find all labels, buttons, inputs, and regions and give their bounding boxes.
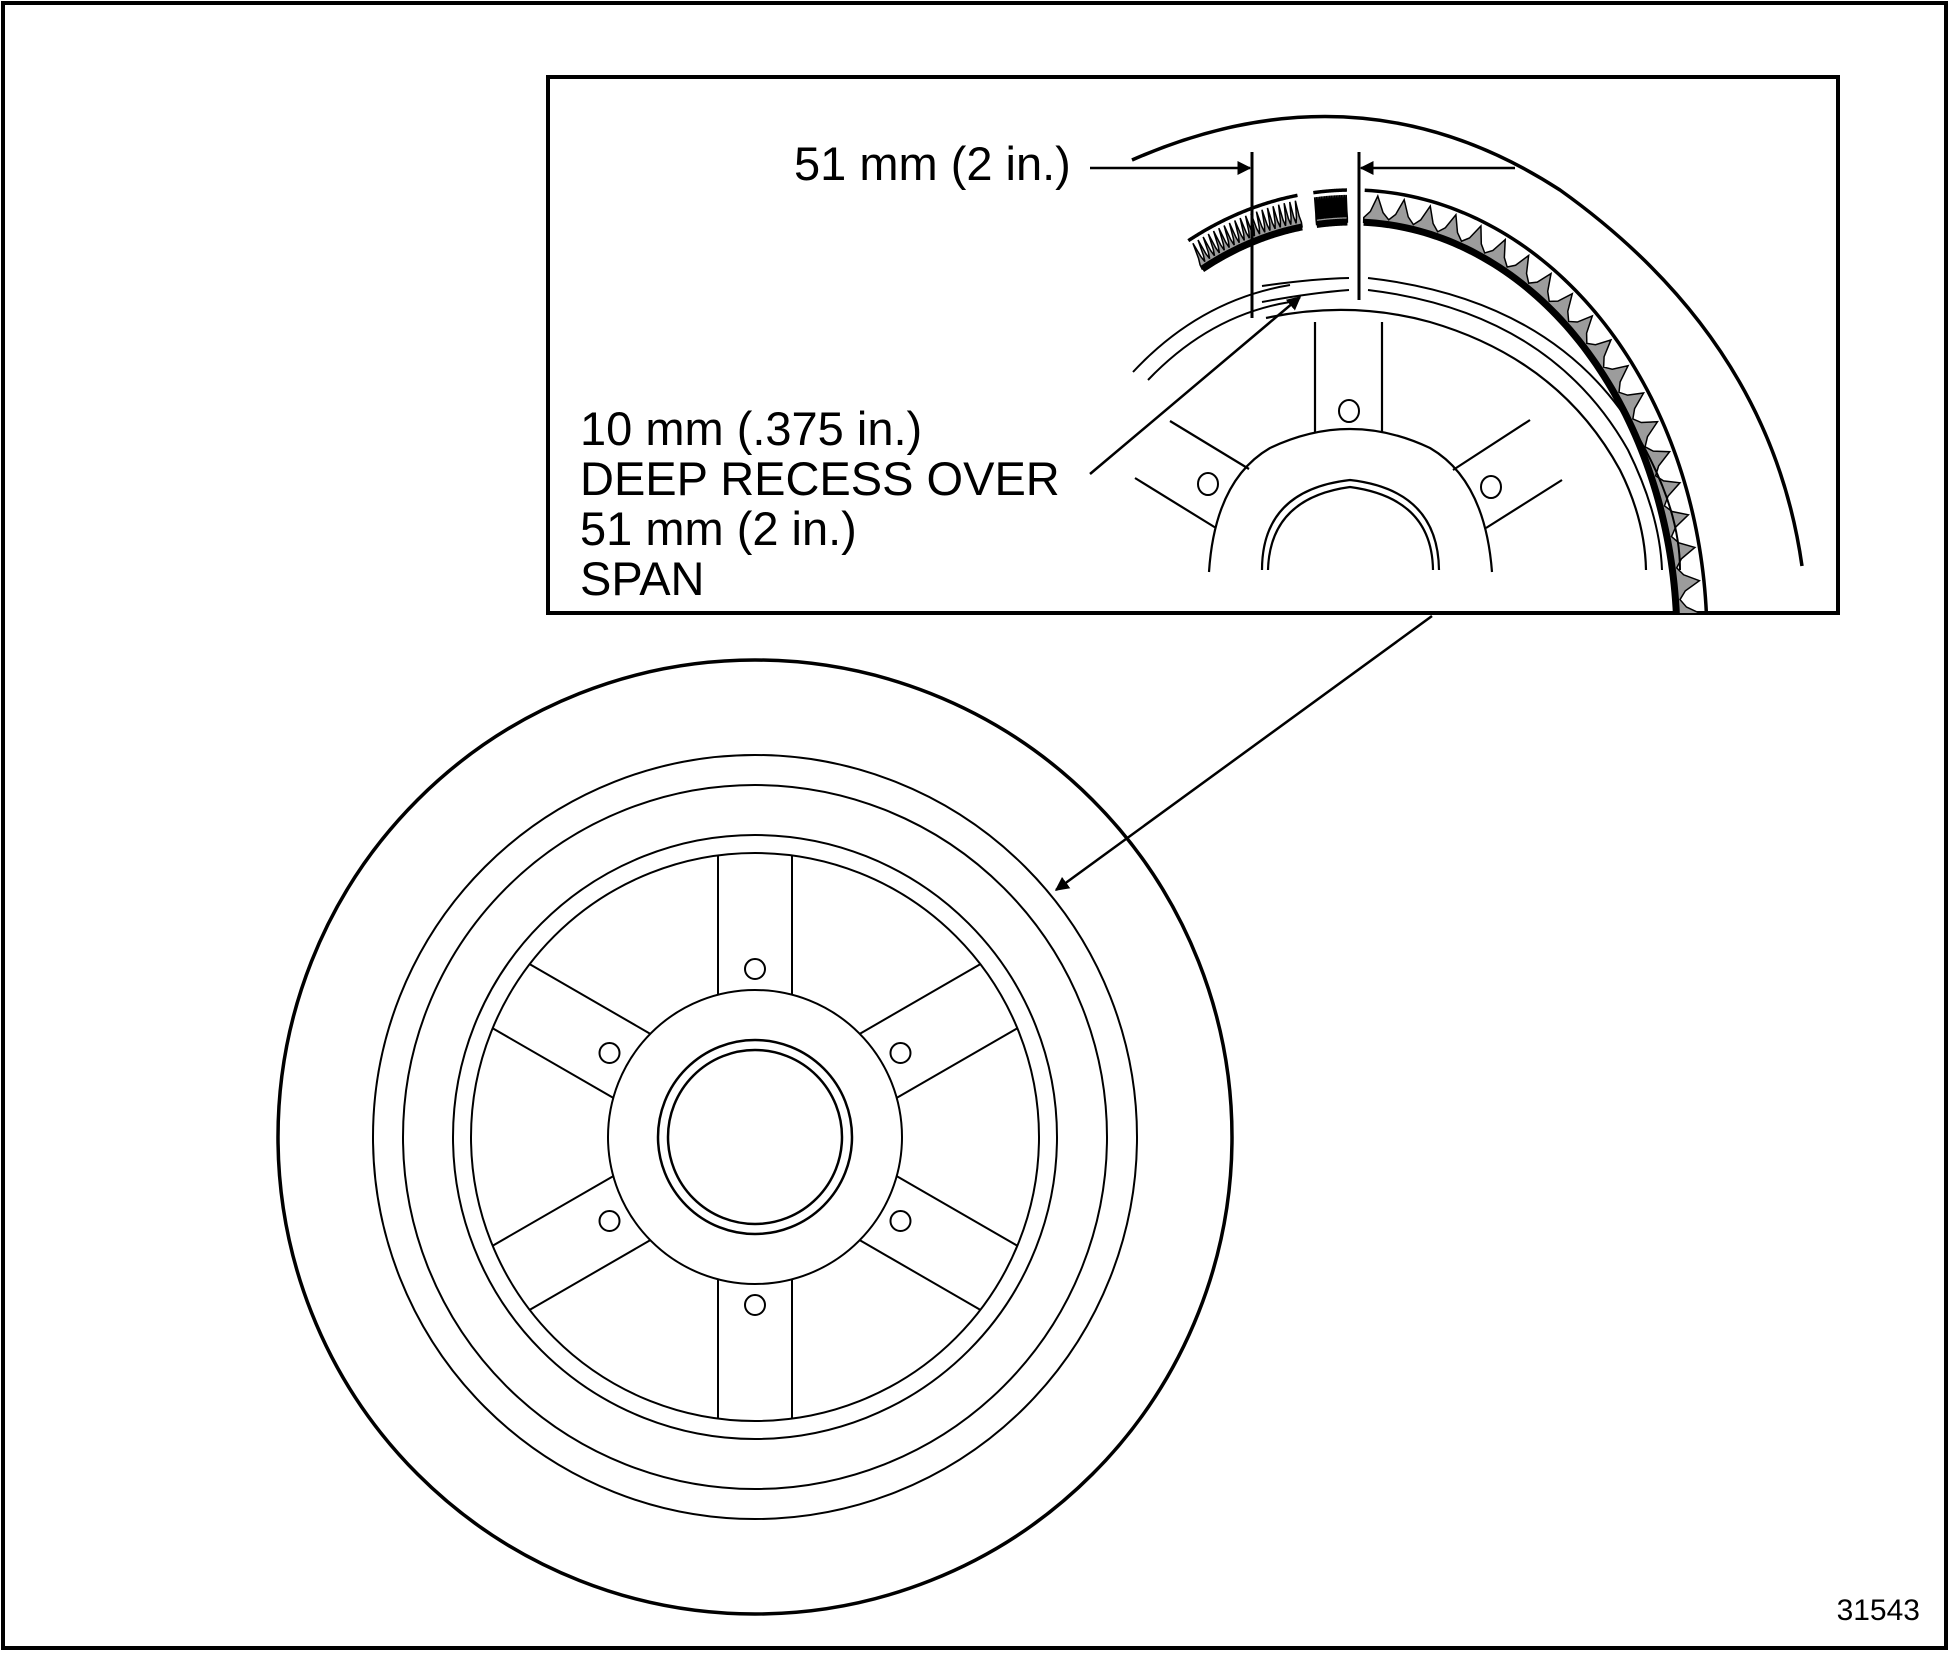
bolt-hole-1 <box>744 958 766 980</box>
inset-hub-outer <box>1207 427 1494 573</box>
inset-bolt-hole-top <box>1338 399 1360 423</box>
figure-number: 31543 <box>1837 1594 1920 1627</box>
inset-wheel-detail <box>1131 114 1804 613</box>
spoke-3-edge-2 <box>859 1239 981 1311</box>
spokes <box>492 855 1018 1419</box>
tire-outer-edge <box>276 658 1234 1616</box>
spoke-6-edge-1 <box>492 1027 614 1099</box>
depth-callout: 10 mm (.375 in.) DEEP RECESS OVER 51 mm … <box>580 402 1060 605</box>
spoke-5-edge-1 <box>529 1239 651 1311</box>
hub-bore-outer <box>656 1038 854 1236</box>
inset-spoke-left-edge-2 <box>1134 477 1217 529</box>
rim-flange <box>452 834 1058 1440</box>
inset-hub-bore-inner <box>1266 485 1435 571</box>
inset-bead-arc-right-2 <box>1367 289 1663 571</box>
bolt-hole-6 <box>598 1042 621 1064</box>
tread-surface-middle <box>1313 188 1347 195</box>
inset-bead-arc-right-1 <box>1367 277 1681 571</box>
depth-callout-line-3: 51 mm (2 in.) <box>580 502 857 555</box>
tire-bead-inner <box>402 784 1108 1490</box>
inset-bead-arc-left-2 <box>1147 301 1291 381</box>
inset-frame <box>546 75 1840 615</box>
spoke-5-edge-2 <box>492 1175 614 1247</box>
width-callout-label: 51 mm (2 in.) <box>794 137 1071 190</box>
inset-hub-bore-outer <box>1260 478 1441 571</box>
recess-base-middle <box>1316 218 1348 228</box>
hub-outer <box>607 989 903 1285</box>
inset-spoke-right-edge-1 <box>1452 419 1531 471</box>
detail-leader-arrow <box>1054 614 1433 892</box>
inset-bead-arc-left-1 <box>1132 284 1291 373</box>
bolt-hole-5 <box>598 1210 621 1232</box>
inset-bead-arc-mid-1 <box>1261 277 1350 287</box>
bolt-hole-3 <box>889 1210 912 1232</box>
spoke-6-edge-2 <box>529 963 651 1035</box>
inset-tire-outer <box>1131 114 1804 567</box>
hub-bore-inner <box>666 1048 844 1226</box>
bolt-hole-4 <box>744 1294 766 1316</box>
depth-callout-line-4: SPAN <box>580 552 705 605</box>
tread-surface-left <box>1187 193 1298 243</box>
inset-rim-arc <box>1265 308 1648 571</box>
depth-callout-line-1: 10 mm (.375 in.) <box>580 402 922 455</box>
spoke-2-edge-1 <box>859 963 981 1035</box>
inset-bead-arc-mid-2 <box>1261 289 1350 303</box>
full-wheel <box>276 658 1234 1616</box>
spoke-2-edge-2 <box>896 1027 1018 1099</box>
inset-bolt-hole-left <box>1197 472 1219 496</box>
rim-inner <box>470 852 1040 1422</box>
inset-spoke-right-edge-2 <box>1485 479 1563 529</box>
recess-base-right <box>1363 218 1680 613</box>
tread-surface-right <box>1364 188 1709 613</box>
depth-leader-arrow <box>1089 296 1302 475</box>
inset-bolt-hole-right <box>1480 475 1502 499</box>
tire-bead-outer <box>372 754 1138 1520</box>
spoke-3-edge-1 <box>896 1175 1018 1247</box>
depth-callout-line-2: DEEP RECESS OVER <box>580 452 1060 505</box>
bolt-hole-2 <box>889 1042 912 1064</box>
inset-spoke-left-edge-1 <box>1169 420 1250 470</box>
bolt-holes <box>598 958 912 1316</box>
